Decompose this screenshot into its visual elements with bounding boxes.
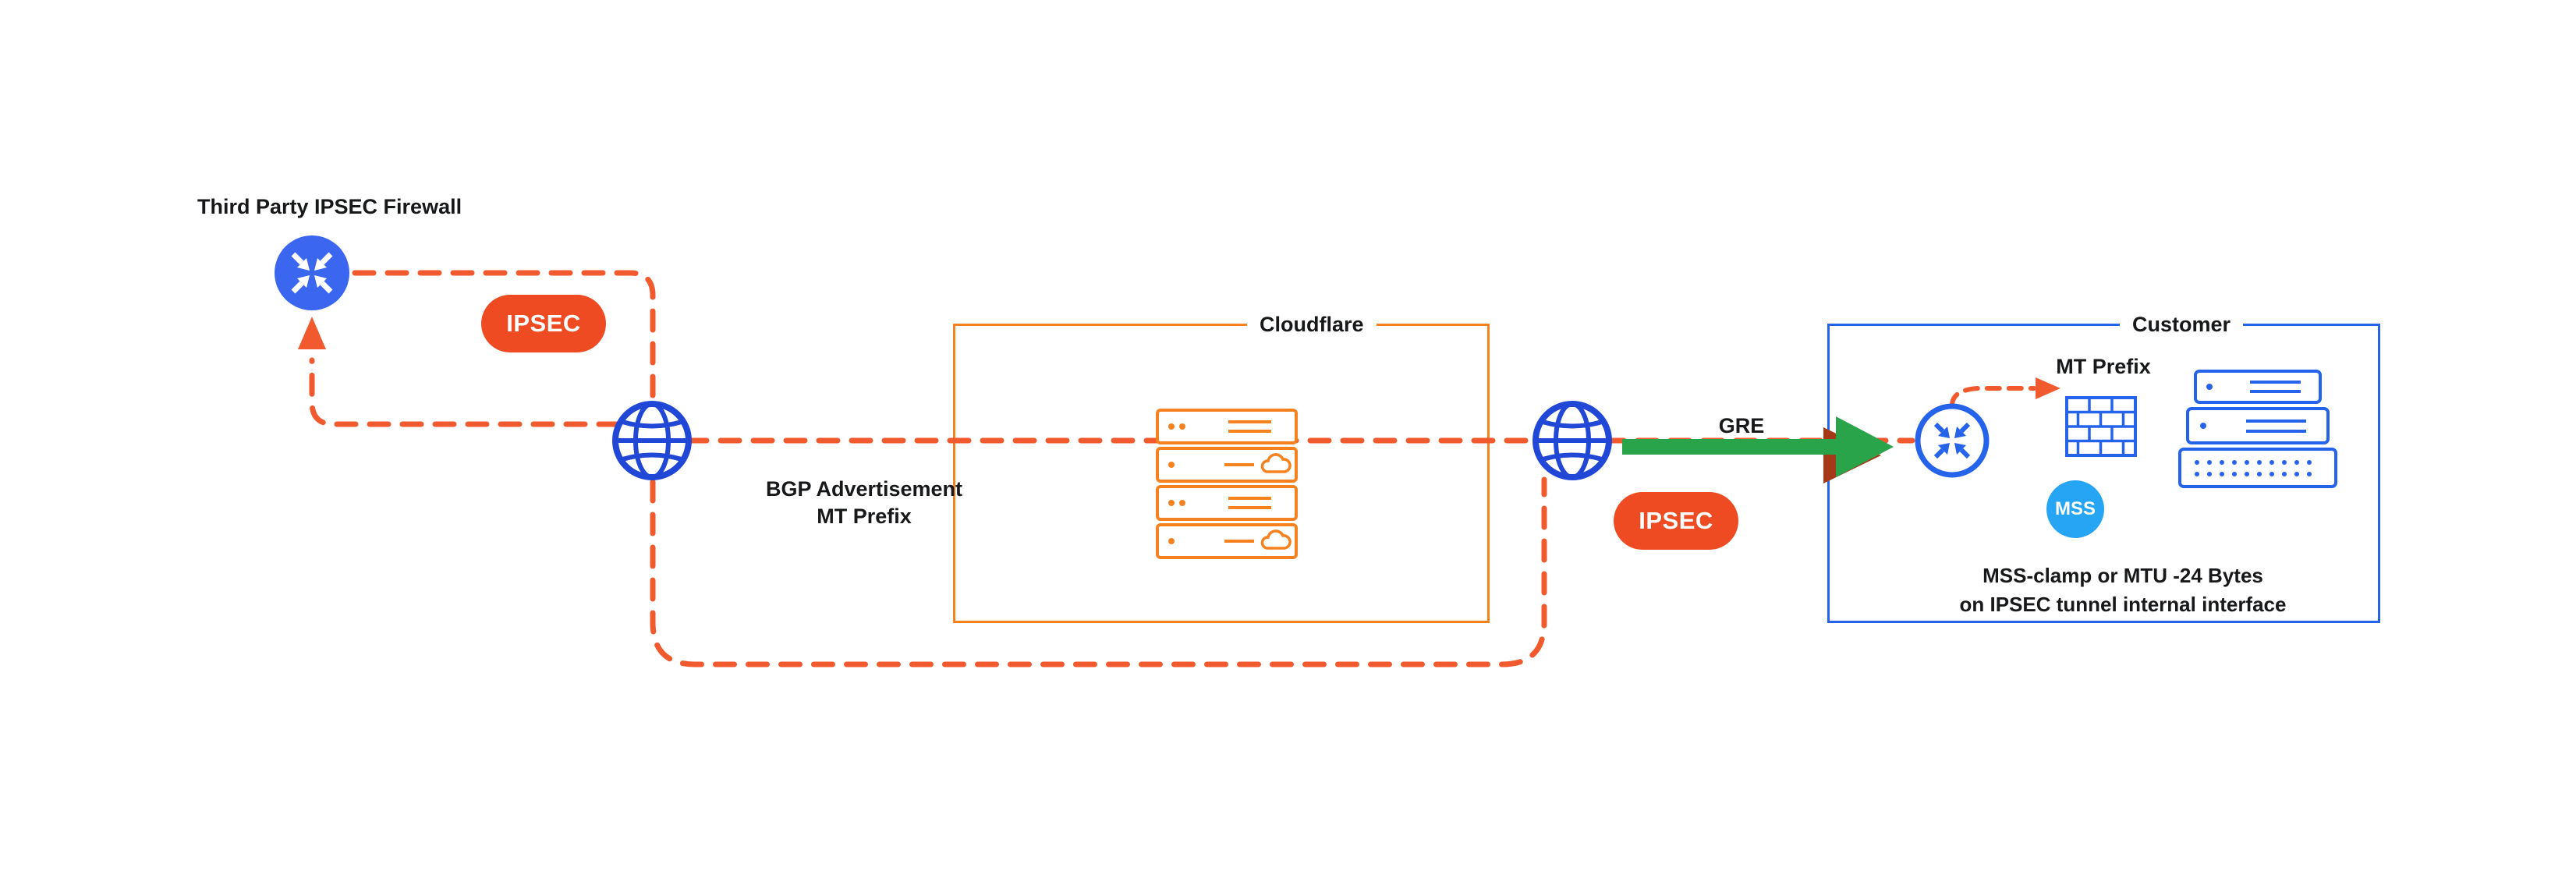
bgp-advertisement-label: BGP Advertisement MT Prefix <box>766 476 962 530</box>
mss-note-line2: on IPSEC tunnel internal interface <box>1959 593 2287 616</box>
tunnel-loop-path <box>650 476 1547 667</box>
return-path-to-firewall <box>309 357 621 427</box>
bgp-advertisement-line1: BGP Advertisement <box>765 477 963 501</box>
mss-badge: MSS <box>2046 480 2104 538</box>
third-party-firewall-label: Third Party IPSEC Firewall <box>197 195 462 218</box>
ipsec-tunnel-path-top <box>352 270 656 409</box>
bgp-advertisement-line2: MT Prefix <box>817 505 912 528</box>
up-arrow-icon <box>298 317 326 349</box>
firewall-bricks-icon <box>2065 396 2137 457</box>
internet-globe-icon-left <box>612 401 692 480</box>
cloudflare-box-label: Cloudflare <box>1247 313 1377 337</box>
ipsec-badge-right: IPSEC <box>1614 492 1738 550</box>
third-party-router-icon <box>275 235 349 310</box>
gre-arrow-head <box>1836 416 1894 477</box>
internet-globe-icon-right <box>1532 401 1612 480</box>
mss-note-line1: MSS-clamp or MTU -24 Bytes <box>1982 564 2263 587</box>
mt-prefix-path <box>1950 386 2036 408</box>
ipsec-badge-left: IPSEC <box>481 295 606 352</box>
mt-prefix-label: MT Prefix <box>2056 355 2151 378</box>
customer-router-icon <box>1915 403 1990 478</box>
customer-box-label: Customer <box>2120 313 2244 337</box>
mss-note: MSS-clamp or MTU -24 Bytes on IPSEC tunn… <box>1960 561 2287 619</box>
cloudflare-server-stack-icon <box>1156 409 1298 559</box>
cloudflare-group-box: Cloudflare <box>953 313 1490 623</box>
customer-datacenter-icon <box>2178 370 2337 488</box>
mt-prefix-arrowhead <box>2036 377 2060 399</box>
gre-label: GRE <box>1718 414 1765 437</box>
